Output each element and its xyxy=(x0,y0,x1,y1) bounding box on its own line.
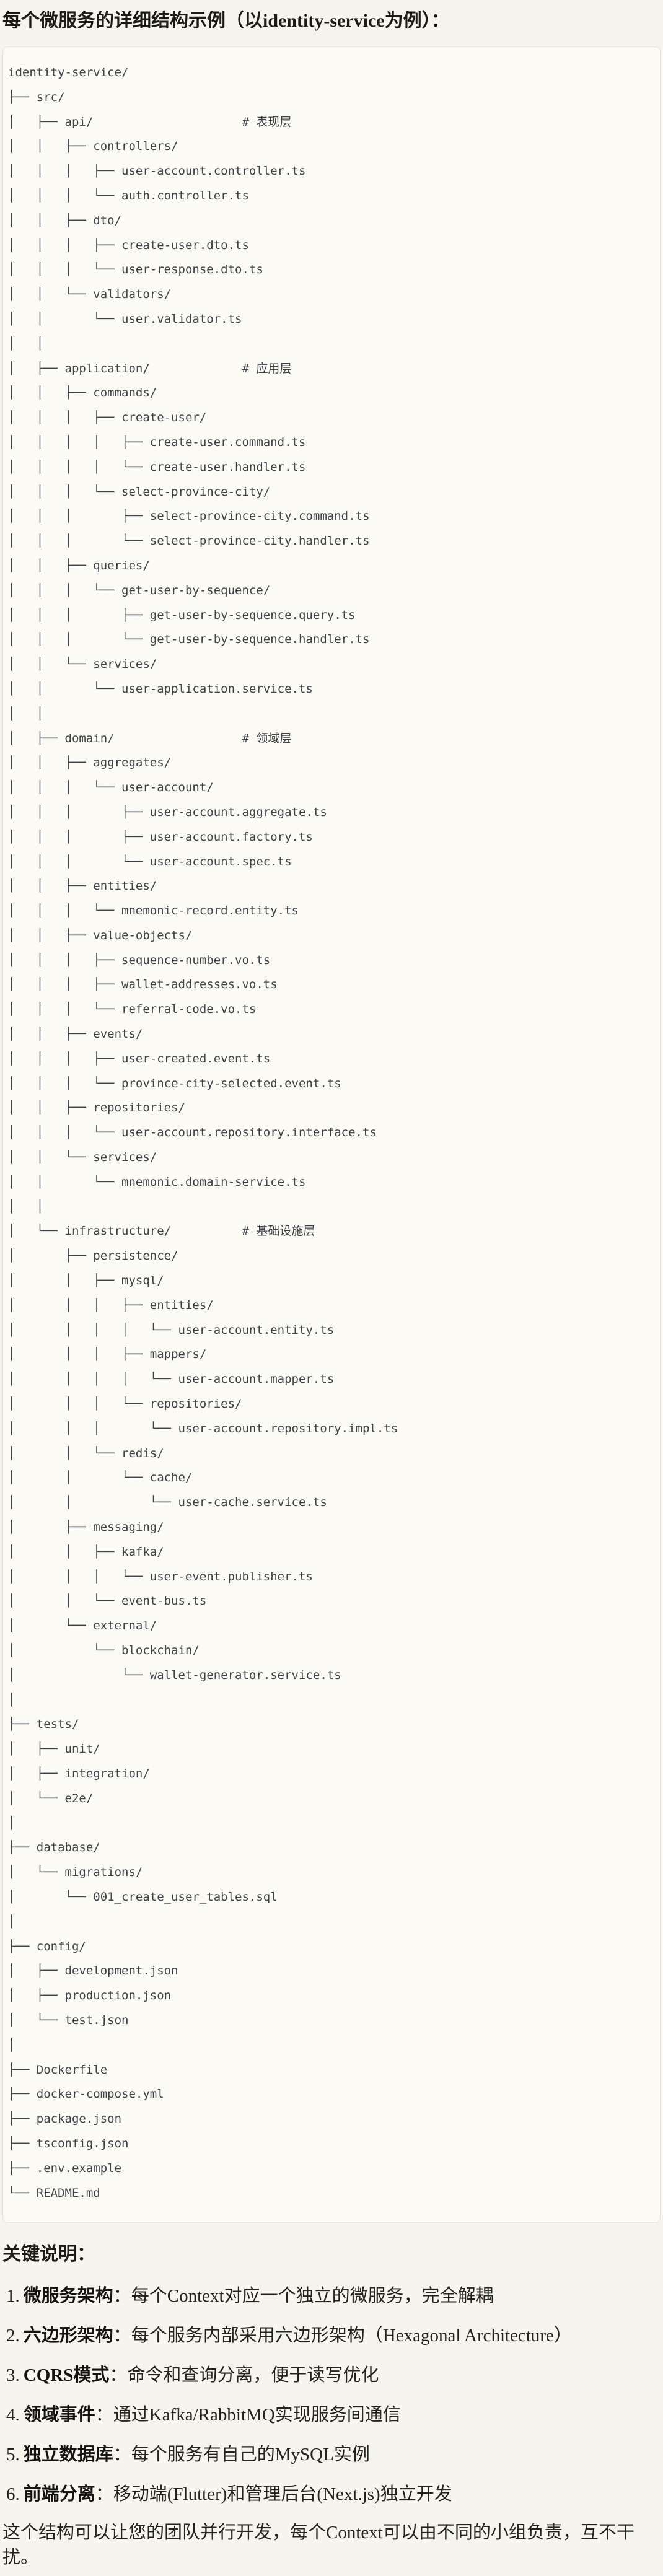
list-item: 3.CQRS模式：命令和查询分离，便于读写优化 xyxy=(6,2363,661,2388)
list-item-number: 6. xyxy=(6,2484,20,2505)
list-item-term: 独立数据库 xyxy=(23,2445,113,2465)
list-item-term: CQRS模式 xyxy=(23,2365,110,2386)
list-item-number: 1. xyxy=(6,2286,20,2307)
list-item-number: 3. xyxy=(6,2365,20,2386)
list-item-text: ：每个服务内部采用六边形架构（Hexagonal Architecture） xyxy=(113,2326,572,2346)
notes-list: 1.微服务架构：每个Context对应一个独立的微服务，完全解耦 2.六边形架构… xyxy=(2,2284,661,2507)
notes-heading: 关键说明： xyxy=(2,2244,95,2265)
list-item-text: ：每个Context对应一个独立的微服务，完全解耦 xyxy=(113,2286,494,2307)
list-item-number: 5. xyxy=(6,2445,20,2465)
directory-tree-code-block: identity-service/ ├── src/ │ ├── api/ # … xyxy=(2,46,661,2223)
list-item-term: 微服务架构 xyxy=(23,2286,113,2307)
list-item-text: ：每个服务有自己的MySQL实例 xyxy=(113,2445,370,2465)
list-item: 5.独立数据库：每个服务有自己的MySQL实例 xyxy=(6,2442,661,2467)
list-item-text: ：通过Kafka/RabbitMQ实现服务间通信 xyxy=(95,2405,401,2425)
list-item-number: 2. xyxy=(6,2326,20,2346)
list-item-text: ：命令和查询分离，便于读写优化 xyxy=(109,2365,379,2386)
page-title: 每个微服务的详细结构示例（以identity-service为例）： xyxy=(2,11,450,31)
list-item: 2.六边形架构：每个服务内部采用六边形架构（Hexagonal Architec… xyxy=(6,2323,661,2348)
list-item-number: 4. xyxy=(6,2405,20,2425)
list-item-term: 前端分离 xyxy=(23,2484,95,2505)
list-item: 6.前端分离：移动端(Flutter)和管理后台(Next.js)独立开发 xyxy=(6,2482,661,2507)
list-item-term: 领域事件 xyxy=(23,2405,95,2425)
closing-paragraph: 这个结构可以让您的团队并行开发，每个Context可以由不同的小组负责，互不干扰… xyxy=(2,2523,634,2568)
list-item-text: ：移动端(Flutter)和管理后台(Next.js)独立开发 xyxy=(95,2484,452,2505)
list-item: 1.微服务架构：每个Context对应一个独立的微服务，完全解耦 xyxy=(6,2284,661,2308)
list-item-term: 六边形架构 xyxy=(23,2326,113,2346)
list-item: 4.领域事件：通过Kafka/RabbitMQ实现服务间通信 xyxy=(6,2403,661,2427)
